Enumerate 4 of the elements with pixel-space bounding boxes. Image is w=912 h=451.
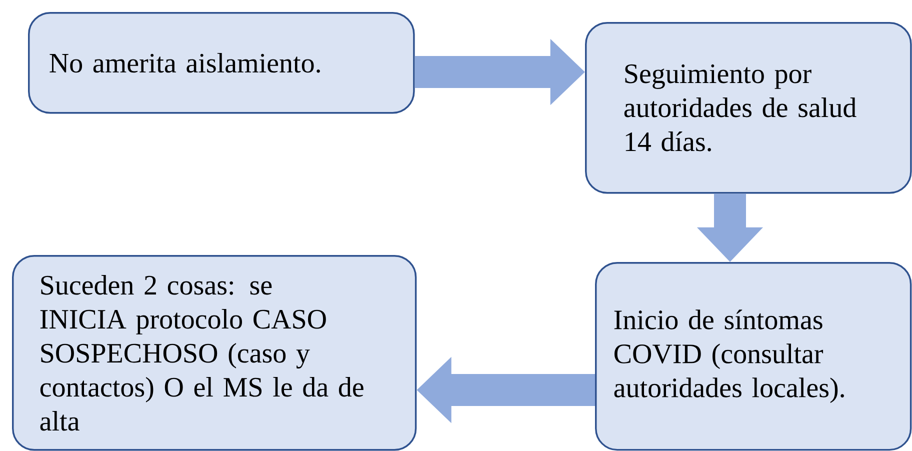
process-box: Seguimiento por autoridades de salud 14 días. [585,22,912,194]
process-box: No amerita aislamiento. [28,12,415,114]
process-box: Suceden 2 cosas: se INICIA protocolo CASO SOSPECHOSO (caso y contactos) O el MS le da de alta [12,255,417,451]
process-box: Inicio de síntomas COVID (consultar autoridades locales). [595,262,912,451]
